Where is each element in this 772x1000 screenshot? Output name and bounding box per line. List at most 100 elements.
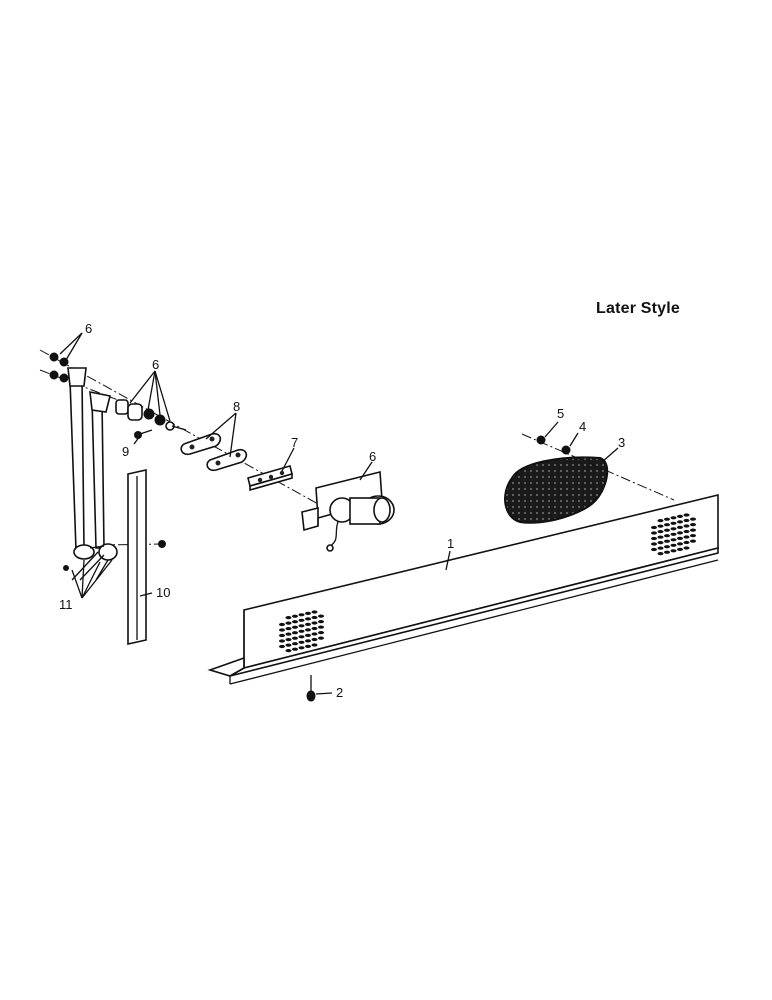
vent-slot <box>657 530 664 534</box>
vent-slot <box>292 642 298 646</box>
vent-slot <box>305 644 311 649</box>
vent-slot <box>292 631 298 635</box>
vent-slot <box>690 539 696 543</box>
callout-3: 3 <box>618 435 625 450</box>
vent-slot <box>657 546 664 550</box>
vent-slot <box>305 633 311 638</box>
vent-slot <box>683 513 690 517</box>
vent-slot <box>677 514 683 519</box>
leader-lines <box>59 332 619 695</box>
bracket-plate-part <box>247 465 293 492</box>
vent-slot <box>285 627 292 631</box>
vent-slot <box>311 643 318 647</box>
vent-slot <box>657 535 664 539</box>
vent-slot <box>305 617 311 621</box>
vent-slot <box>305 639 311 643</box>
callout-2: 2 <box>336 685 343 700</box>
callout-7: 7 <box>291 435 298 450</box>
callout-11: 11 <box>59 597 73 612</box>
vent-slot <box>677 542 683 546</box>
callout-1: 1 <box>447 536 454 551</box>
wiper-blade-part <box>127 469 147 645</box>
vent-slot <box>690 523 696 527</box>
vent-slot <box>683 518 690 523</box>
vent-slot <box>670 521 677 525</box>
callout-4: 4 <box>579 419 586 434</box>
vent-slot <box>664 545 670 549</box>
vent-slot <box>670 532 677 536</box>
vent-slot <box>285 616 292 620</box>
vent-slot <box>318 631 324 635</box>
vent-slot <box>677 547 683 552</box>
nut-part <box>536 435 571 455</box>
vent-slot <box>285 638 292 642</box>
bolt-part <box>134 429 153 439</box>
vent-slot <box>683 540 690 545</box>
wiper-motor-part <box>301 470 395 552</box>
vent-slot <box>677 525 683 530</box>
wiper-linkage-part <box>63 367 187 581</box>
vent-slot <box>664 539 670 543</box>
callout-6: 6 <box>152 357 159 372</box>
callout-6: 6 <box>369 449 376 464</box>
vent-slot <box>292 625 298 629</box>
vent-slot <box>298 646 305 650</box>
vent-slot <box>677 536 683 541</box>
vent-slot <box>664 534 670 538</box>
vent-slot <box>683 529 690 534</box>
vent-slot <box>311 632 318 636</box>
vent-slot <box>318 620 324 624</box>
vent-slot <box>279 628 285 632</box>
vent-grille-left <box>279 610 324 653</box>
vent-slot <box>279 639 285 643</box>
vent-slot <box>651 525 657 530</box>
vent-slot <box>683 524 690 528</box>
diagram-caption: Later Style <box>596 300 681 317</box>
vent-slot <box>311 637 318 642</box>
vent-slot <box>670 543 677 547</box>
vent-slot <box>311 610 318 614</box>
vent-slot <box>664 550 670 554</box>
link-plate-part <box>180 432 248 472</box>
vent-slot <box>292 647 298 651</box>
vent-slot <box>298 624 305 628</box>
vent-slot <box>298 618 305 622</box>
vent-slot <box>285 621 292 625</box>
nut-part <box>49 352 69 383</box>
vent-slot <box>305 611 311 616</box>
vent-slot <box>292 614 298 618</box>
vent-slot <box>683 535 690 539</box>
callout-6: 6 <box>85 321 92 336</box>
vent-slot <box>664 517 670 521</box>
vent-slot <box>311 626 318 631</box>
vent-slot <box>311 621 318 625</box>
vent-slot <box>279 644 285 649</box>
vent-slot <box>651 531 657 535</box>
vent-slot <box>690 528 696 532</box>
vent-slot <box>285 649 292 653</box>
vent-slot <box>690 517 696 521</box>
vent-slot <box>651 547 657 552</box>
vent-slot <box>292 620 298 624</box>
vent-slot <box>285 632 292 636</box>
vent-slot <box>677 520 683 524</box>
callout-9: 9 <box>122 444 129 459</box>
vent-slot <box>683 546 690 550</box>
vent-grille-right <box>651 513 696 556</box>
callout-labels: 6 6 8 9 7 6 11 10 1 2 3 4 5 <box>59 321 625 700</box>
vent-slot <box>670 549 677 553</box>
vent-slot <box>298 613 305 617</box>
vent-slot <box>670 516 677 520</box>
vent-slot <box>279 622 285 627</box>
vent-slot <box>651 536 657 541</box>
vent-slot <box>305 622 311 627</box>
vent-slot <box>318 636 324 640</box>
vent-slot <box>670 538 677 542</box>
speaker-grille-part <box>504 456 609 524</box>
vent-slot <box>690 534 696 538</box>
vent-slot <box>670 527 677 531</box>
vent-slot <box>318 614 324 618</box>
callout-8: 8 <box>233 399 240 414</box>
vent-slot <box>298 635 305 639</box>
vent-slot <box>657 541 664 545</box>
